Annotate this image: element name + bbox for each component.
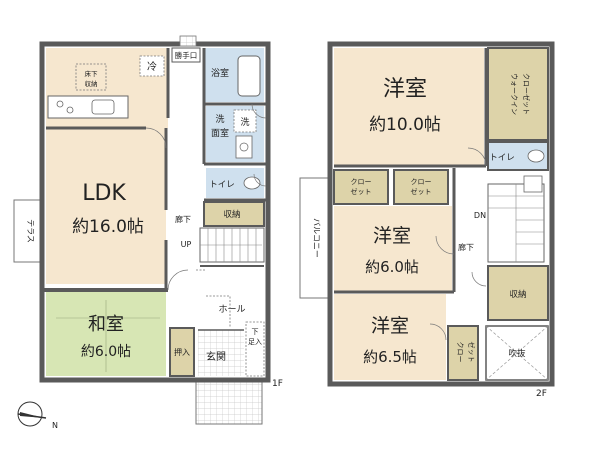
fridge [139,55,165,77]
stairs [199,227,265,263]
underfloor-storage-label-2: 収納 [85,79,98,88]
wash-machine [233,109,257,133]
floor-2: バルコニー 洋室 約10.0帖 ウォークイン クローゼット トイレ クロー ゼッ… [299,41,555,399]
terrace [13,199,43,263]
washroom-label-1: 洗 [215,113,224,125]
hallway-label-2f: 廊下 [458,242,474,252]
wash-machine-label: 洗 [240,116,249,128]
washbasin [235,135,253,159]
oshiire-label: 押入 [174,347,190,357]
back-door-step [179,35,197,47]
hall-label: ホール [218,304,245,315]
stairs-down-label: DN [474,211,486,220]
room-6-5-size: 約6.5帖 [363,348,417,366]
genkan-label: 玄関 [206,350,226,363]
bathtub [237,55,261,97]
floor1-label: 1F [272,379,283,389]
porch [195,379,263,425]
genkan [198,330,244,376]
terrace-label: テラス [26,219,35,243]
room-6-0 [334,206,452,292]
toilet-icon-2f [527,149,545,163]
void-area [485,325,549,381]
compass-label: N [52,421,58,430]
balcony-label: バルコニー [312,218,321,258]
hallway [170,130,198,290]
balcony [299,177,329,299]
washitsu-size: 約6.0帖 [81,344,131,360]
room-10-size: 約10.0帖 [369,115,441,135]
toilet-label-2f: トイレ [489,153,515,163]
back-door [171,47,201,63]
void-label: 吹抜 [508,348,526,359]
shoe-closet-label-2: 足入 [248,338,262,346]
compass-icon: N [17,401,58,430]
sink-icon [91,99,115,115]
closet-a-label-1: クロー [351,178,372,186]
storage-room [203,201,265,227]
room-10-name: 洋室 [383,77,427,102]
closet-c-label-1: クロー [456,342,464,363]
storage-label: 収納 [223,209,240,220]
room-6-5-name: 洋室 [371,315,409,337]
hall [198,266,264,328]
washitsu-name: 和室 [88,314,124,335]
toilet-label: トイレ [209,180,235,190]
washroom-label-2: 面室 [211,127,229,139]
toilet-icon [243,176,261,190]
closet-b-label-1: クロー [411,178,432,186]
ldk-size: 約16.0帖 [72,217,144,237]
room-10 [334,48,484,166]
walkin-closet [487,47,549,141]
stove-icon [56,100,64,108]
closet-c [447,325,479,381]
underfloor-storage [75,63,107,91]
shoe-closet [245,321,265,377]
floor2-label: 2F [536,389,547,399]
floor-1: テラス 冷 床下 収納 LDK 約16.0帖 和室 約6.0帖 [13,35,283,425]
shoe-closet-label-1: 下 [252,328,259,336]
bath-label: 浴室 [211,67,229,79]
room-6-5 [334,294,446,380]
room-6-0-name: 洋室 [373,225,411,247]
closet-b [393,169,449,205]
underfloor-storage-label-1: 床下 [85,69,99,78]
hallway-2f [456,172,484,324]
closet-b-label-2: ゼット [411,187,432,196]
washbasin-2f [523,175,543,193]
storage-room-2f [487,265,549,321]
fridge-label: 冷 [147,60,157,73]
hallway-label: 廊下 [175,214,191,224]
stairs-up-label: UP [181,240,192,249]
stove-icon [66,106,74,114]
closet-c-label-2: ゼット [467,342,476,363]
closet-a-label-2: ゼット [351,187,372,196]
walkin-closet-label-1: ウォークイン [510,73,518,115]
room-6-0-size: 約6.0帖 [365,258,419,276]
back-door-label: 勝手口 [175,50,198,60]
closet-a [333,169,389,205]
walkin-closet-label-2: クローゼット [522,73,531,115]
oshiire [169,327,195,377]
storage-label-2f: 収納 [509,289,526,300]
ldk-name: LDK [82,181,126,206]
stairs-2f [487,183,545,263]
